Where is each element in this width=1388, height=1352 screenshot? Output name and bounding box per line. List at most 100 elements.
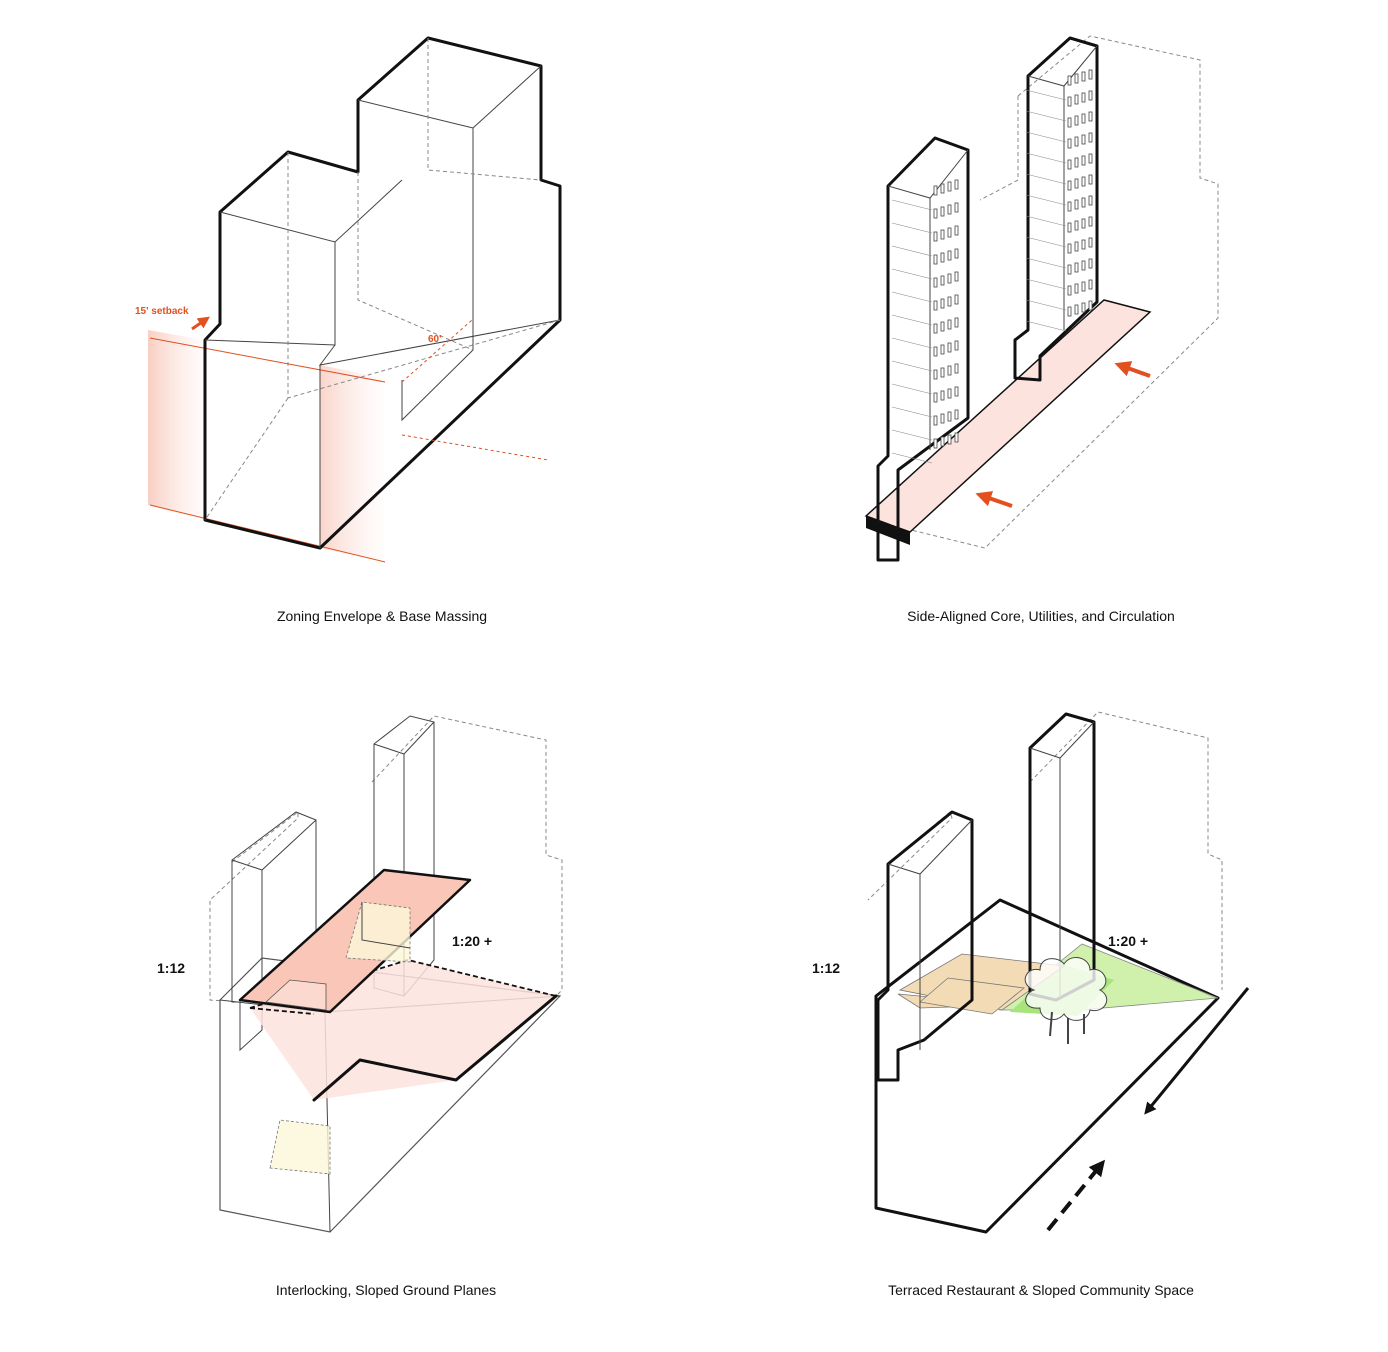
panel-terraced-restaurant: 1:20 + 1:12 Terraced Restaurant & Sloped…: [812, 711, 1250, 1298]
window: [1067, 75, 1072, 86]
window: [1067, 138, 1072, 149]
window: [940, 436, 945, 447]
floor-line: [891, 199, 933, 211]
window: [1088, 258, 1093, 269]
window: [940, 298, 945, 309]
ratio-lower-terrace: 1:12: [812, 960, 840, 976]
ratio-upper-terrace: 1:20 +: [1108, 933, 1148, 949]
window: [947, 411, 952, 422]
window: [933, 438, 938, 449]
window: [1074, 157, 1079, 168]
window: [1081, 113, 1086, 124]
floor-line: [1025, 236, 1067, 248]
rear-tower: [203, 36, 562, 550]
window: [947, 342, 952, 353]
floor-line: [891, 314, 933, 326]
floor-line: [1025, 215, 1067, 227]
window: [947, 250, 952, 261]
depth-annotation: 60': [428, 334, 442, 345]
floor-line: [1025, 173, 1067, 185]
window: [954, 386, 959, 397]
window: [940, 367, 945, 378]
floor-line: [1025, 278, 1067, 290]
window: [947, 204, 952, 215]
window: [947, 434, 952, 445]
window: [940, 413, 945, 424]
setback-arrow: [191, 316, 210, 331]
window: [933, 231, 938, 242]
floor-line: [891, 245, 933, 257]
window: [1081, 302, 1086, 313]
panel-3-caption: Interlocking, Sloped Ground Planes: [276, 1282, 496, 1298]
window: [954, 294, 959, 305]
window: [1074, 73, 1079, 84]
window: [933, 254, 938, 265]
window: [1067, 159, 1072, 170]
right-tower: [1013, 36, 1099, 382]
window: [1074, 136, 1079, 147]
floor-line: [891, 337, 933, 349]
window: [1081, 176, 1086, 187]
window: [947, 181, 952, 192]
window: [1067, 243, 1072, 254]
window: [1074, 262, 1079, 273]
window: [1081, 281, 1086, 292]
window: [954, 271, 959, 282]
floor-line: [1025, 131, 1067, 143]
window: [1067, 117, 1072, 128]
floor-line: [1025, 320, 1067, 332]
terrace-base-slab: [874, 898, 1220, 1234]
window: [1088, 195, 1093, 206]
left-tower-windows: [891, 179, 959, 464]
panel-1-caption: Zoning Envelope & Base Massing: [277, 608, 487, 624]
window: [1067, 180, 1072, 191]
window: [933, 392, 938, 403]
window: [1088, 132, 1093, 143]
window: [1074, 220, 1079, 231]
window: [947, 388, 952, 399]
circulation-plane: [864, 299, 1152, 533]
window: [940, 206, 945, 217]
window: [954, 317, 959, 328]
panel-2-caption: Side-Aligned Core, Utilities, and Circul…: [907, 608, 1175, 624]
setback-line-upper: [149, 337, 386, 383]
window: [1081, 197, 1086, 208]
window: [940, 275, 945, 286]
panel-core-circulation: Side-Aligned Core, Utilities, and Circul…: [864, 35, 1219, 624]
floor-line: [891, 452, 933, 464]
window: [1081, 155, 1086, 166]
setback-annotation: 15' setback: [135, 306, 189, 317]
window: [940, 183, 945, 194]
window: [1067, 264, 1072, 275]
window: [1088, 237, 1093, 248]
depth-dimension-line: [401, 319, 473, 383]
floor-line: [1025, 110, 1067, 122]
window: [1088, 216, 1093, 227]
window: [1067, 306, 1072, 317]
window: [1074, 115, 1079, 126]
window: [947, 365, 952, 376]
ratio-lower: 1:12: [157, 960, 185, 976]
window: [940, 344, 945, 355]
window: [1088, 279, 1093, 290]
window: [1081, 92, 1086, 103]
window: [954, 179, 959, 190]
left-tower: [876, 136, 970, 562]
window: [1081, 218, 1086, 229]
ratio-upper: 1:20 +: [452, 933, 492, 949]
window: [933, 346, 938, 357]
floor-line: [1025, 194, 1067, 206]
floor-line: [891, 222, 933, 234]
window: [947, 319, 952, 330]
window: [1081, 71, 1086, 82]
floor-line: [891, 291, 933, 303]
window: [933, 277, 938, 288]
floor-line: [1025, 257, 1067, 269]
panel-zoning-envelope: 60' 15' setback Zoning Envelope & Base M…: [135, 36, 562, 624]
window: [933, 208, 938, 219]
floor-line: [1025, 89, 1067, 101]
right-tower-windows: [1025, 69, 1093, 332]
panel-sloped-ground-planes: 1:20 + 1:12 Interlocking, Sloped Ground …: [157, 715, 563, 1298]
window: [1074, 178, 1079, 189]
